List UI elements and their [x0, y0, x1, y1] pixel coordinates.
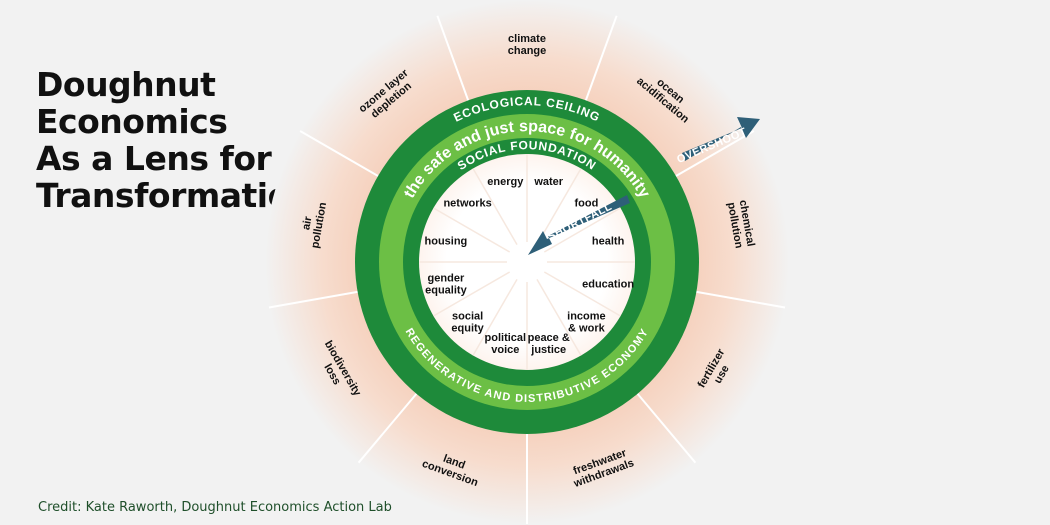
dimension-label-line: & work: [568, 322, 606, 334]
title-line: Economics: [36, 102, 228, 141]
credit-text: Credit: Kate Raworth, Doughnut Economics…: [38, 500, 392, 515]
spoke-line: [357, 391, 419, 464]
title-line: Transformation: [36, 176, 313, 215]
inner-spokes: [419, 154, 635, 370]
dimension-label-line: water: [533, 176, 563, 188]
spoke-line: [268, 290, 360, 309]
dimension-label: income& work: [567, 310, 606, 334]
dimension-label-line: voice: [491, 344, 519, 356]
spoke-line: [299, 130, 381, 178]
dimension-label: networks: [443, 198, 491, 210]
dimension-label-line: equity: [451, 322, 484, 334]
spoke-line: [433, 207, 511, 253]
title-line: As a Lens for: [36, 139, 272, 178]
dimension-label-line: energy: [487, 176, 524, 188]
dimension-label-line: political: [485, 332, 527, 344]
dimension-label-line: equality: [425, 285, 467, 297]
dimension-label-line: justice: [530, 344, 566, 356]
title-line: Doughnut: [36, 65, 216, 104]
dimension-label: health: [592, 235, 625, 247]
spoke-line: [543, 207, 621, 253]
spoke-line: [694, 290, 786, 309]
dimension-label-line: change: [508, 45, 547, 57]
dimension-label-line: gender: [428, 273, 465, 285]
inner-core: [419, 154, 635, 370]
dimension-label-line: income: [567, 310, 606, 322]
dimension-label-line: health: [592, 235, 625, 247]
dimension-label: energy: [487, 176, 524, 188]
dimension-label-line: social: [452, 310, 483, 322]
spoke-line: [472, 278, 518, 356]
spoke-line: [436, 15, 470, 103]
spoke-line: [673, 130, 755, 178]
spoke-line: [543, 271, 621, 317]
dimension-label-line: networks: [443, 198, 491, 210]
page-title: Doughnut Economics As a Lens for Transfo…: [36, 66, 313, 214]
spoke-line: [536, 168, 582, 246]
dimension-label-line: housing: [425, 235, 468, 247]
spoke-line: [433, 271, 511, 317]
dimension-label-line: education: [582, 279, 634, 291]
inner-dimension-labels: water food health education income& workpeac…: [425, 176, 635, 356]
dimension-label-line: climate: [508, 33, 546, 45]
outer-spokes: [268, 15, 786, 524]
dimension-label: housing: [425, 235, 468, 247]
dimension-label-line: food: [574, 198, 598, 210]
dimension-label-line: air: [300, 215, 314, 231]
dimension-label-line: peace &: [528, 332, 570, 344]
dimension-label: education: [582, 279, 634, 291]
dimension-label: peace &justice: [528, 332, 570, 356]
dimension-label: food: [574, 198, 598, 210]
spoke-line: [635, 391, 697, 464]
spoke-line: [472, 168, 518, 246]
dimension-label: water: [533, 176, 563, 188]
spoke-line: [536, 278, 582, 356]
spoke-line: [584, 15, 618, 103]
